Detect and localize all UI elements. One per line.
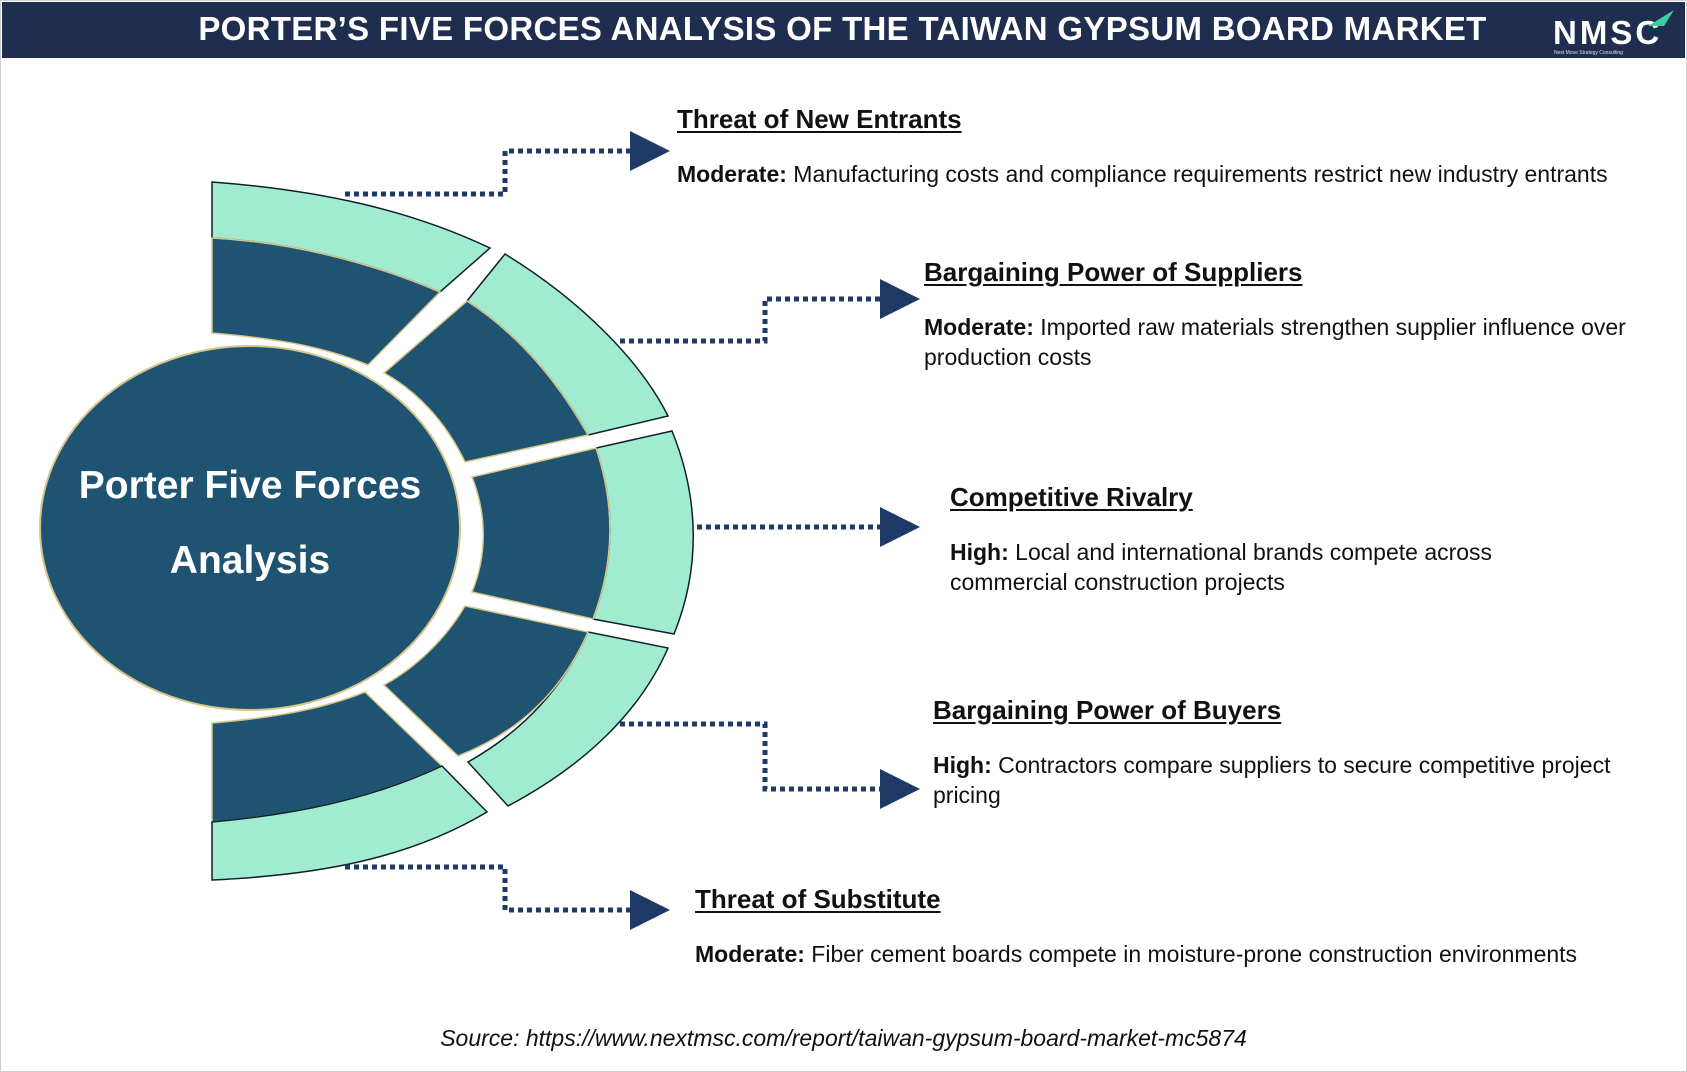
page-title: PORTER’S FIVE FORCES ANALYSIS OF THE TAI… [198, 10, 1487, 47]
force-text-new-entrants: Manufacturing costs and compliance requi… [786, 161, 1608, 187]
force-title-buyers: Bargaining Power of Buyers [933, 695, 1282, 725]
source-citation: Source: https://www.nextmsc.com/report/t… [440, 1025, 1247, 1051]
force-level-suppliers: Moderate: [924, 314, 1034, 340]
center-title-line2: Analysis [169, 539, 331, 582]
nmsc-logo: NMSC Next Move Strategy Consulting [1550, 6, 1680, 56]
force-desc-new-entrants: Moderate: Manufacturing costs and compli… [677, 159, 1637, 189]
logo-arrow-icon [1648, 10, 1674, 26]
logo-text: NMSC [1553, 14, 1663, 51]
segment-rivalry [470, 430, 694, 635]
center-ellipse [39, 345, 461, 711]
force-desc-buyers: High: Contractors compare suppliers to s… [933, 750, 1613, 810]
connector-substitute [345, 864, 670, 930]
logo-subtext: Next Move Strategy Consulting [1554, 50, 1623, 56]
center-title-line1: Porter Five Forces [78, 464, 422, 507]
force-level-substitute: Moderate: [695, 941, 805, 967]
force-level-buyers: High: [933, 752, 992, 778]
force-level-new-entrants: Moderate: [677, 161, 787, 187]
header-bar [2, 2, 1685, 58]
force-text-substitute: Fiber cement boards compete in moisture-… [804, 941, 1578, 967]
force-text-suppliers: Imported raw materials strengthen suppli… [924, 314, 1626, 370]
connector-buyers [620, 721, 920, 809]
segment-new-entrants [211, 181, 492, 366]
connector-suppliers [620, 279, 920, 344]
force-desc-suppliers: Moderate: Imported raw materials strengt… [924, 312, 1644, 372]
connectors [345, 131, 920, 930]
segment-suppliers [382, 253, 670, 463]
force-title-new-entrants: Threat of New Entrants [677, 104, 962, 134]
connector-new-entrants [345, 131, 670, 197]
segment-buyers [382, 605, 670, 807]
force-text-buyers: Contractors compare suppliers to secure … [933, 752, 1611, 808]
force-title-substitute: Threat of Substitute [695, 884, 941, 914]
force-text-rivalry: Local and international brands compete a… [950, 539, 1493, 595]
force-desc-substitute: Moderate: Fiber cement boards compete in… [695, 939, 1675, 969]
force-desc-rivalry: High: Local and international brands com… [950, 537, 1600, 597]
force-level-rivalry: High: [950, 539, 1009, 565]
force-title-suppliers: Bargaining Power of Suppliers [924, 257, 1303, 287]
segment-substitute [211, 691, 489, 881]
force-title-rivalry: Competitive Rivalry [950, 482, 1193, 512]
